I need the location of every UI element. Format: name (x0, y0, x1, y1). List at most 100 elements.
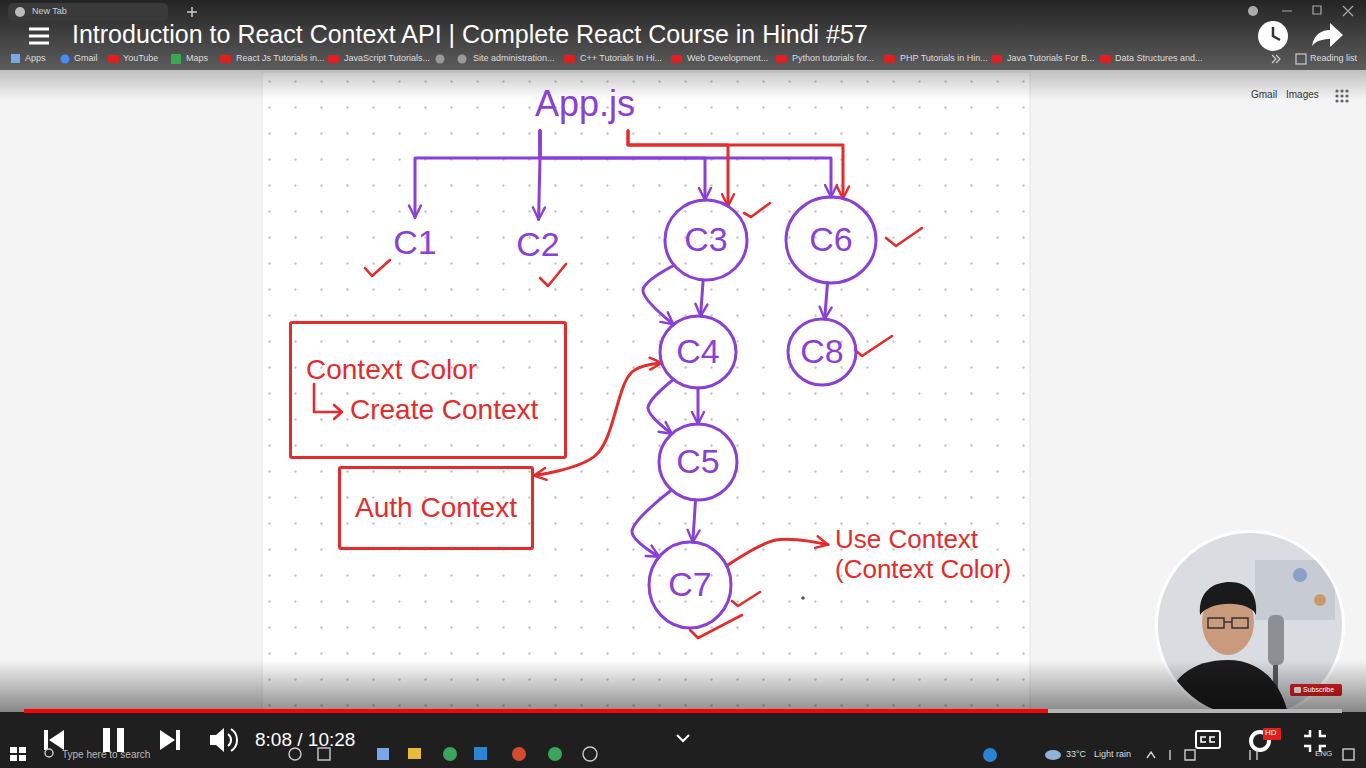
youtube-icon (991, 55, 1002, 63)
google-icon (61, 55, 70, 64)
taskbar-app (512, 747, 526, 761)
next-icon (160, 730, 180, 750)
language: ENG (1315, 749, 1332, 758)
search-box: Type here to search (62, 749, 150, 761)
page-link: Images (1286, 89, 1319, 101)
bookmark: PHP Tutorials in Hin... (900, 53, 988, 63)
person-hair (1200, 582, 1256, 615)
bookmark: Gmail (74, 53, 98, 63)
bookmark: Reading list (1310, 53, 1357, 63)
node-label: Use Context (Context Color) (835, 525, 1049, 585)
top-band (0, 0, 1366, 70)
notification-icon (1343, 749, 1354, 760)
weather-icon (1045, 750, 1061, 760)
page-link: Gmail (1251, 89, 1277, 101)
subscribe-label: Subscribe (1303, 686, 1334, 694)
circle-outline (786, 197, 876, 283)
connector-arrow (628, 131, 728, 207)
pause-icon (103, 728, 124, 752)
taskbar-icons (10, 747, 1354, 762)
check-mark (855, 336, 892, 356)
captions-icon (1196, 731, 1220, 748)
windows-logo (10, 747, 26, 761)
youtube-icon (776, 55, 787, 63)
wall-sticker (1293, 568, 1307, 582)
component-circle: C4 (658, 314, 738, 390)
node-label: C6 (809, 220, 852, 259)
node-label: C5 (676, 442, 719, 481)
context-box: Auth Context (338, 466, 534, 550)
bookmark: Python tutorials for... (792, 53, 874, 63)
node-label: C2 (516, 225, 559, 264)
bookmark: Apps (25, 53, 46, 63)
taskbar-app (474, 747, 487, 760)
connector-arrow (540, 131, 831, 197)
youtube-icon (1100, 55, 1111, 63)
bookmark: Java Tutorials For B... (1007, 53, 1095, 63)
connector-arrow (693, 500, 696, 542)
bookmark: C++ Tutorials In Hi... (580, 53, 662, 63)
menu-icon (29, 29, 49, 43)
help-icon (983, 748, 997, 762)
maps-icon (171, 54, 181, 64)
circle-outline (659, 424, 737, 500)
apps-icon (11, 54, 20, 63)
component-circle: C8 (786, 317, 858, 387)
tray-icons (1147, 750, 1257, 760)
youtube-icon (671, 55, 682, 63)
check-mark (744, 203, 770, 217)
hand-marks (314, 203, 922, 638)
bottom-fade (0, 660, 1366, 712)
node-label: Create Context (350, 394, 538, 426)
youtube-icon (220, 55, 231, 63)
google-corner (1335, 89, 1348, 102)
node-label: C4 (676, 332, 719, 371)
circle-outline (660, 316, 736, 388)
wall-shelf (1255, 560, 1335, 620)
circle-outline (665, 200, 747, 280)
component-circle: C3 (663, 198, 749, 282)
volume-icon (210, 728, 224, 752)
tab-icon (15, 7, 25, 17)
chevron-icon (677, 735, 689, 741)
pen-dot (801, 596, 805, 600)
bookmark: Site administration... (473, 53, 555, 63)
circle-outline (788, 319, 856, 385)
youtube-icon (564, 55, 575, 63)
player-top-icons (29, 21, 1343, 51)
component-circle: C5 (657, 422, 739, 502)
search-icon (45, 749, 53, 757)
video-title: Introduction to React Context API | Comp… (72, 20, 868, 49)
apps-grid (1335, 89, 1348, 102)
connector-arrow (697, 388, 700, 424)
component-label: C2 (512, 222, 563, 267)
captions-marks (1201, 737, 1215, 742)
weather: 33°C (1066, 749, 1086, 759)
node-label: Auth Context (355, 492, 517, 524)
microphone (1268, 615, 1284, 665)
hook-arrow (314, 384, 342, 419)
connector-arrow (628, 131, 843, 199)
dot-grid (262, 72, 1030, 714)
check-mark (540, 264, 566, 286)
top-fade (0, 70, 1366, 100)
progress-played (24, 709, 1048, 713)
check-mark (886, 228, 922, 246)
whiteboard (262, 72, 1030, 714)
tab-title: New Tab (32, 6, 67, 16)
component-circle: C6 (784, 195, 878, 285)
volume-waves (228, 729, 237, 751)
reading-list-icon (1296, 54, 1306, 64)
bookmark: Data Structures and... (1115, 53, 1203, 63)
context-box: Context ColorCreate Context (289, 321, 567, 459)
connector-arrow (540, 131, 705, 200)
connector-arrow (632, 490, 672, 557)
youtube-icon (108, 55, 119, 63)
connector-arrow (648, 379, 673, 433)
youtube-icon (884, 55, 895, 63)
bookmark: React Js Tutorials in... (236, 53, 325, 63)
window-dot (1248, 6, 1258, 16)
component-label: C1 (389, 220, 440, 265)
hook-note: Use Context (Context Color) (831, 522, 1053, 588)
